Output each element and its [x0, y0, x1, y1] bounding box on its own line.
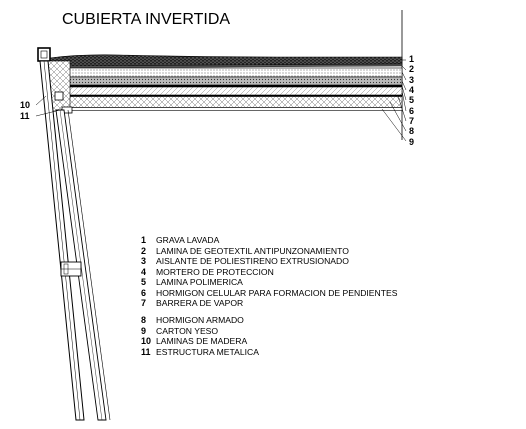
legend-number-3: 3: [141, 256, 146, 266]
callout-11: 11: [20, 111, 30, 121]
legend-number-10: 10: [141, 336, 151, 346]
layer-plasterboard: [69, 107, 403, 111]
layer-insulation: [49, 67, 403, 78]
layer-polymer-sheet: [50, 85, 402, 87]
right-callout-leaders: [381, 59, 407, 142]
right-callouts: 1 2 3 4 5 6 7 8 9: [409, 54, 414, 147]
legend-number-6: 6: [141, 288, 146, 298]
legend-number-11: 11: [141, 347, 151, 357]
legend-number-9: 9: [141, 326, 146, 336]
legend-text-10: LAMINAS DE MADERA: [156, 336, 247, 346]
legend-text-4: MORTERO DE PROTECCION: [156, 267, 274, 277]
layer-cellular-concrete: [49, 86, 403, 96]
layer-reinforced-concrete: [49, 96, 403, 108]
legend: 1 GRAVA LAVADA 2 LAMINA DE GEOTEXTIL ANT…: [141, 235, 398, 357]
callout-1: 1: [409, 54, 414, 64]
legend-text-5: LAMINA POLIMERICA: [156, 277, 243, 287]
callout-3: 3: [409, 75, 414, 85]
layer-mortar: [49, 76, 403, 86]
legend-text-8: HORMIGON ARMADO: [156, 315, 244, 325]
legend-text-11: ESTRUCTURA METALICA: [156, 347, 259, 357]
legend-number-8: 8: [141, 315, 146, 325]
callout-7: 7: [409, 116, 414, 126]
legend-number-5: 5: [141, 277, 146, 287]
slanted-wall: [39, 60, 111, 421]
legend-text-6: HORMIGON CELULAR PARA FORMACION DE PENDI…: [156, 288, 398, 298]
callout-5: 5: [409, 95, 414, 105]
roof-layers: [49, 54, 403, 111]
legend-number-4: 4: [141, 267, 146, 277]
callout-9: 9: [409, 137, 414, 147]
callout-4: 4: [409, 85, 414, 95]
legend-text-3: AISLANTE DE POLIESTIRENO EXTRUSIONADO: [156, 256, 349, 266]
drawing-title: CUBIERTA INVERTIDA: [62, 11, 230, 28]
legend-text-9: CARTON YESO: [156, 326, 218, 336]
legend-text-1: GRAVA LAVADA: [156, 235, 220, 245]
legend-text-2: LAMINA DE GEOTEXTIL ANTIPUNZONAMIENTO: [156, 246, 349, 256]
callout-2: 2: [409, 64, 414, 74]
callout-10: 10: [20, 100, 30, 110]
left-callout-leaders: [35, 95, 61, 117]
callout-8: 8: [409, 126, 414, 136]
legend-number-7: 7: [141, 298, 146, 308]
legend-number-1: 1: [141, 235, 146, 245]
layer-vapor-barrier: [50, 95, 402, 97]
layer-gravel: [49, 54, 403, 67]
legend-text-7: BARRERA DE VAPOR: [156, 298, 243, 308]
callout-6: 6: [409, 106, 414, 116]
legend-number-2: 2: [141, 246, 146, 256]
